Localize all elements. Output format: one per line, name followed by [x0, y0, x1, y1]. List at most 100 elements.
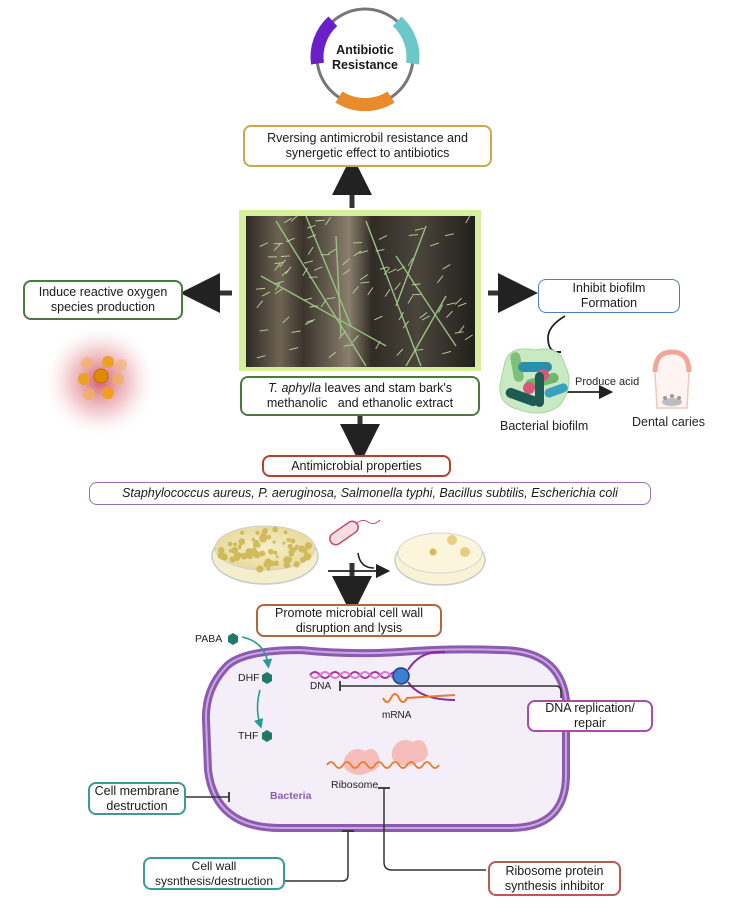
colony	[246, 552, 254, 560]
twig	[283, 217, 293, 224]
colony	[227, 541, 233, 547]
bacteria-label: Bacteria	[270, 790, 312, 802]
extract-box: T. aphylla leaves and stam bark's methan…	[240, 376, 480, 416]
colony	[304, 542, 313, 550]
twig	[375, 249, 385, 252]
twig	[273, 243, 281, 251]
ros-particles-icon	[42, 323, 158, 439]
twig	[261, 291, 271, 297]
colony	[233, 542, 238, 547]
dhf-label: DHF	[238, 672, 260, 684]
twig	[396, 266, 406, 272]
colony	[259, 533, 267, 542]
twig	[320, 299, 327, 308]
colony	[218, 546, 225, 554]
twig	[303, 297, 313, 301]
twig	[398, 311, 404, 321]
twig	[458, 325, 465, 334]
colony	[240, 552, 248, 560]
organisms-box: Staphylococcus aureus, P. aeruginosa, Sa…	[89, 482, 651, 505]
twig	[255, 287, 266, 290]
twig	[259, 329, 269, 332]
twig	[306, 319, 316, 323]
dna-inhibit-line	[340, 685, 562, 698]
colony	[262, 527, 268, 534]
colony	[301, 558, 306, 563]
twig	[408, 234, 418, 236]
petri-dish-few-colonies-icon	[394, 532, 486, 586]
twig	[353, 250, 362, 257]
twig	[343, 344, 353, 347]
colony	[272, 540, 276, 544]
twig	[442, 264, 451, 270]
colony	[275, 555, 279, 559]
twig	[280, 255, 291, 257]
colony	[266, 534, 272, 540]
twig	[307, 224, 316, 229]
twig	[313, 266, 323, 271]
twig	[378, 235, 388, 240]
bacterial-biofilm-label: Bacterial biofilm	[500, 419, 589, 433]
colony	[282, 541, 286, 545]
antibiotic-resistance-ring-icon	[310, 7, 420, 112]
produce-acid-label: Produce acid	[575, 376, 640, 388]
twig	[454, 297, 462, 305]
colony	[255, 530, 260, 535]
twig	[259, 242, 269, 247]
twig	[303, 260, 313, 264]
mrna-label: mRNA	[382, 710, 412, 721]
twig	[419, 312, 428, 319]
colony	[287, 557, 293, 563]
t-aphylla-photo	[239, 210, 481, 371]
ribosome-label: Ribosome	[331, 779, 379, 791]
colony	[264, 558, 272, 566]
twig	[256, 300, 263, 309]
twig	[285, 266, 292, 275]
colony	[230, 546, 239, 554]
twig	[396, 348, 404, 356]
twig	[304, 320, 314, 325]
colony	[283, 530, 288, 535]
colony	[256, 565, 264, 573]
twig	[286, 237, 295, 243]
twig	[457, 302, 467, 307]
twig	[359, 274, 368, 281]
dna-replication-box: DNA replication/repair	[527, 700, 653, 732]
thf-hexagon-icon	[262, 730, 272, 742]
twig	[383, 267, 391, 276]
thf-label: THF	[238, 730, 259, 742]
twig	[326, 297, 336, 300]
mrna-strand-icon	[382, 693, 456, 703]
twig	[342, 258, 350, 266]
twig	[445, 310, 453, 319]
twig	[360, 281, 370, 284]
colony	[288, 551, 295, 557]
bacterium-icon	[329, 519, 381, 546]
colony	[303, 552, 312, 561]
twig	[446, 302, 456, 306]
twig	[388, 268, 397, 274]
inhibit-line	[547, 315, 566, 353]
arrows	[180, 155, 614, 616]
colony	[295, 544, 299, 548]
twig	[290, 214, 298, 222]
twig	[338, 331, 346, 340]
colony	[283, 562, 291, 569]
bacteria-cell-icon	[201, 645, 570, 832]
twig	[402, 320, 410, 329]
petri-dish-dense-colonies-icon	[211, 525, 319, 585]
ribosome-icon	[326, 740, 440, 775]
colony	[238, 546, 242, 550]
twig	[359, 250, 369, 254]
twig	[407, 295, 414, 304]
twig	[412, 293, 422, 296]
twig	[302, 267, 308, 276]
twig	[275, 282, 281, 291]
dhf-hexagon-icon	[262, 672, 272, 684]
twig	[352, 286, 359, 294]
twig	[274, 262, 281, 271]
